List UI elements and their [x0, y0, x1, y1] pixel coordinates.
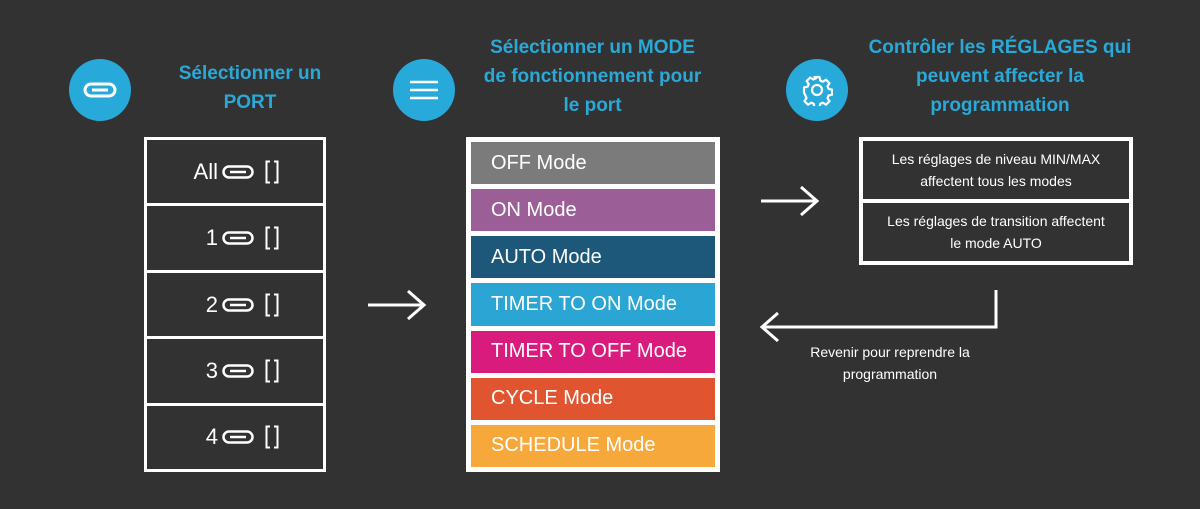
- mode-item-timer-to-on[interactable]: TIMER TO ON Mode: [471, 283, 715, 326]
- step-port-title: Sélectionner un PORT: [178, 63, 322, 113]
- gear-icon: [802, 75, 833, 106]
- port-label: 4: [205, 424, 218, 450]
- mode-list: OFF Mode ON Mode AUTO Mode TIMER TO ON M…: [466, 137, 720, 472]
- port-item-1[interactable]: 1: [147, 206, 323, 270]
- port-label: 1: [205, 225, 218, 251]
- menu-icon: [410, 80, 438, 100]
- port-list: All 1 2 3 4: [144, 137, 326, 472]
- step-port-icon-circle: [69, 59, 131, 121]
- port-item-4[interactable]: 4: [147, 405, 323, 470]
- port-outlet-icon: [265, 226, 279, 250]
- port-item-3[interactable]: 3: [147, 339, 323, 403]
- mode-item-cycle[interactable]: CYCLE Mode: [471, 377, 715, 420]
- port-outlet-icon: [265, 425, 279, 449]
- mode-item-auto[interactable]: AUTO Mode: [471, 236, 715, 279]
- setting-min-max: Les réglages de niveau MIN/MAX affectent…: [863, 141, 1129, 199]
- mode-item-off[interactable]: OFF Mode: [471, 142, 715, 185]
- mode-item-on[interactable]: ON Mode: [471, 189, 715, 232]
- step-settings-icon-circle: [786, 59, 848, 121]
- arrow-right-icon: [368, 289, 427, 321]
- step-mode-icon-circle: [393, 59, 455, 121]
- port-label: 3: [205, 357, 218, 383]
- port-outlet-icon: [265, 293, 279, 317]
- link-icon: [222, 430, 254, 445]
- setting-transition: Les réglages de transition affectent le …: [863, 203, 1129, 261]
- port-item-all[interactable]: All: [147, 140, 323, 204]
- link-icon: [222, 364, 254, 378]
- return-arrow-icon: [759, 290, 998, 343]
- return-label: Revenir pour reprendre la programmation: [810, 344, 970, 382]
- settings-box: Les réglages de niveau MIN/MAX affectent…: [859, 137, 1133, 265]
- step-mode-title: Sélectionner un MODE de fonctionnement p…: [483, 37, 702, 116]
- link-icon: [222, 164, 254, 179]
- port-outlet-icon: [265, 359, 279, 383]
- port-outlet-icon: [265, 160, 279, 184]
- link-icon: [83, 82, 117, 98]
- arrow-right-icon: [761, 185, 820, 217]
- mode-item-timer-to-off[interactable]: TIMER TO OFF Mode: [471, 330, 715, 373]
- step-settings-title: Contrôler les RÉGLAGES qui peuvent affec…: [868, 37, 1132, 116]
- link-icon: [222, 231, 254, 245]
- port-item-2[interactable]: 2: [147, 272, 323, 337]
- link-icon: [222, 297, 254, 312]
- port-label: 2: [205, 291, 218, 317]
- port-label: All: [193, 158, 218, 184]
- mode-item-schedule[interactable]: SCHEDULE Mode: [471, 424, 715, 467]
